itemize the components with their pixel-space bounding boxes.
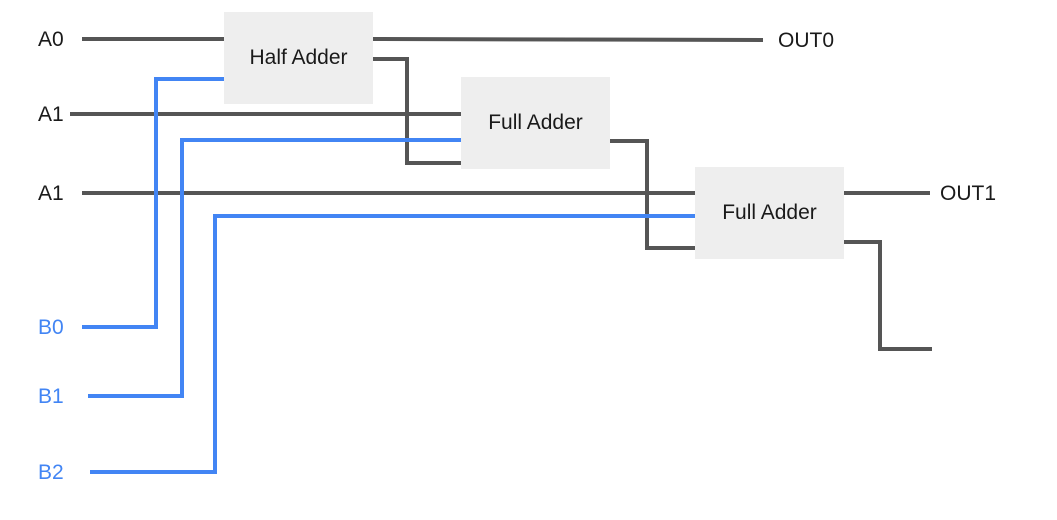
input-label-b1: B1 (38, 385, 64, 408)
gate-label: Full Adder (488, 111, 583, 134)
input-label-b0: B0 (38, 316, 64, 339)
wire-b1-to-full-adder-1 (88, 138, 462, 398)
input-label-a1: A1 (38, 103, 64, 126)
wire-b0-to-half-adder (82, 77, 225, 329)
wire-full-adder-2-carry (843, 240, 932, 351)
wire-half-adder-to-out0 (371, 37, 764, 42)
half-adder-gate: Half Adder (224, 12, 373, 104)
wire-half-adder-carry (372, 57, 462, 165)
input-label-a0: A0 (38, 28, 64, 51)
gate-label: Half Adder (249, 46, 348, 69)
output-label-out0: OUT0 (778, 29, 835, 52)
wire-b2-to-full-adder-2 (90, 214, 697, 474)
input-label-a1: A1 (38, 182, 64, 205)
full-adder-gate: Full Adder (461, 77, 610, 169)
full-adder-gate: Full Adder (695, 167, 844, 259)
gate-label: Full Adder (722, 201, 817, 224)
input-label-b2: B2 (38, 461, 64, 484)
output-label-out1: OUT1 (940, 182, 997, 205)
